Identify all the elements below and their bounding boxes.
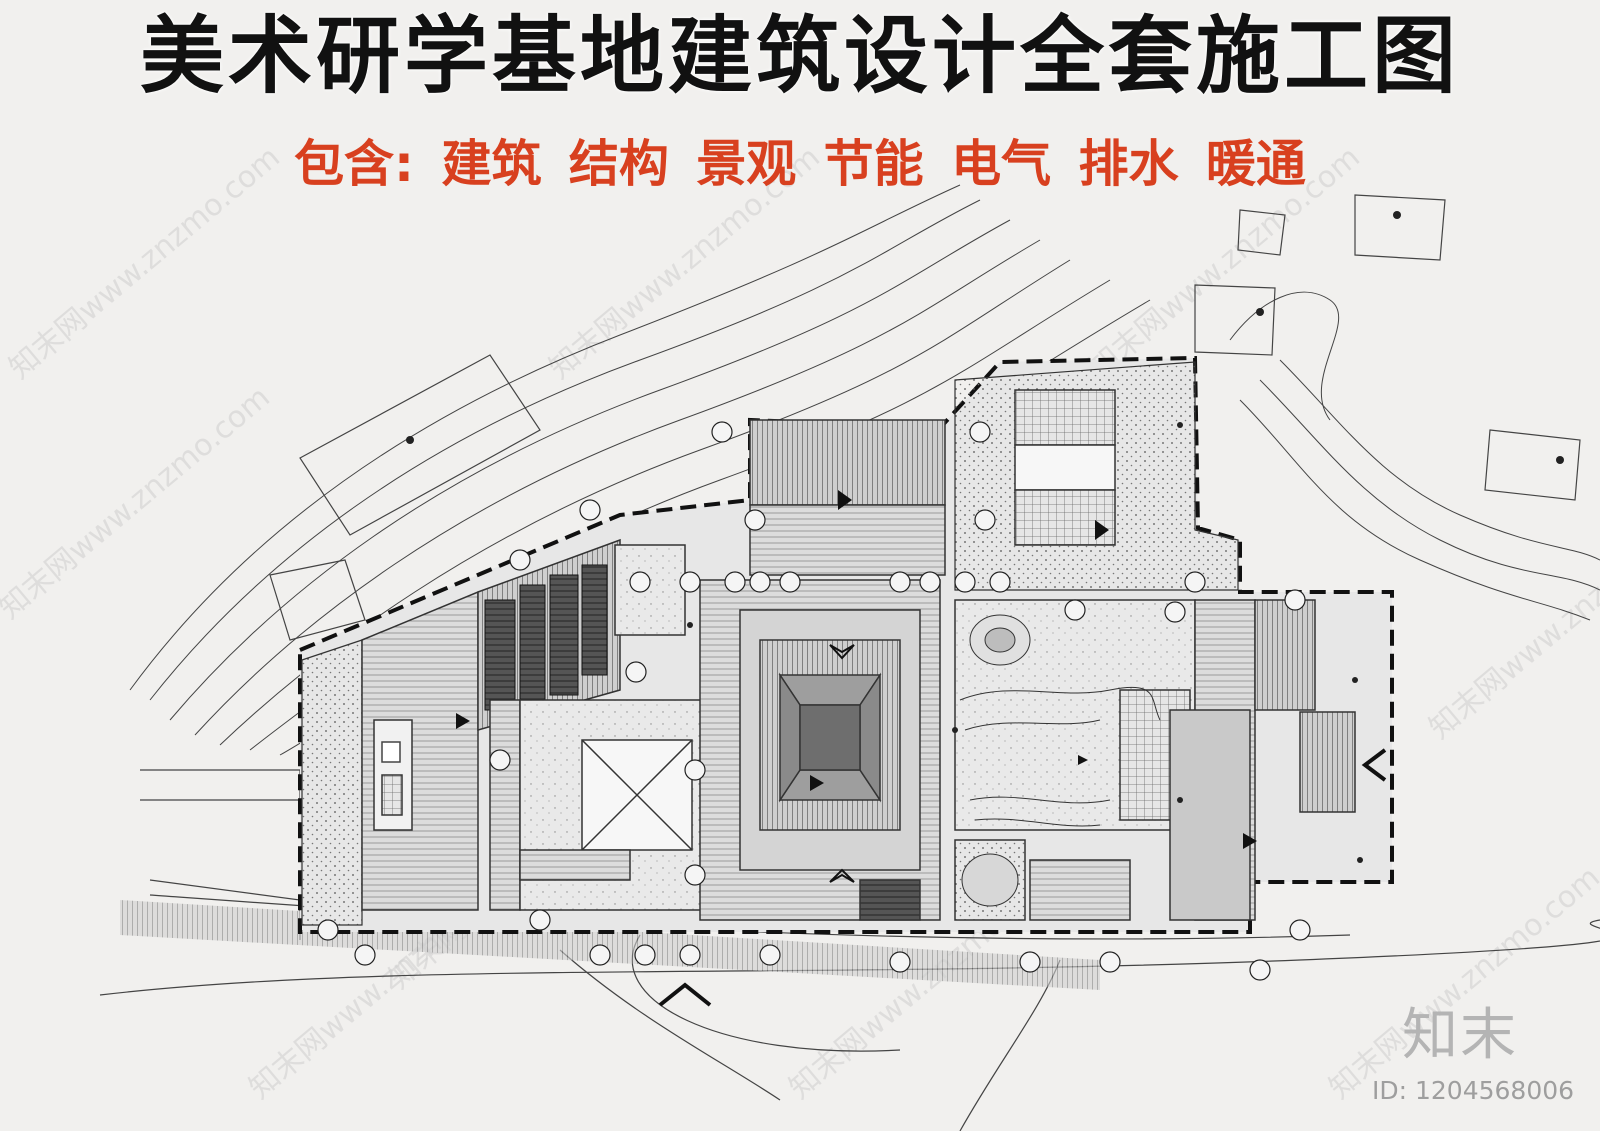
courtyard-landscape <box>959 614 1161 907</box>
axis-markers <box>317 421 1311 981</box>
stair-block <box>484 564 608 711</box>
watermark-image-id: ID: 1204568006 <box>1372 1076 1575 1105</box>
buildings <box>361 389 1356 921</box>
watermark-brand: 知末 <box>1402 1003 1518 1068</box>
page-title: 美术研学基地建筑设计全套施工图 <box>139 7 1460 105</box>
entrance-markers <box>456 490 1257 883</box>
watermark-text: 知末网www.znzmo.com <box>0 380 277 626</box>
elevation-points <box>406 211 1564 863</box>
watermark-text: 知末网www.znzmo.com <box>1423 500 1600 746</box>
entry-chevrons <box>658 748 1387 1007</box>
page-subtitle: 包含: 建筑 结构 景观 节能 电气 排水 暖通 <box>294 135 1306 193</box>
